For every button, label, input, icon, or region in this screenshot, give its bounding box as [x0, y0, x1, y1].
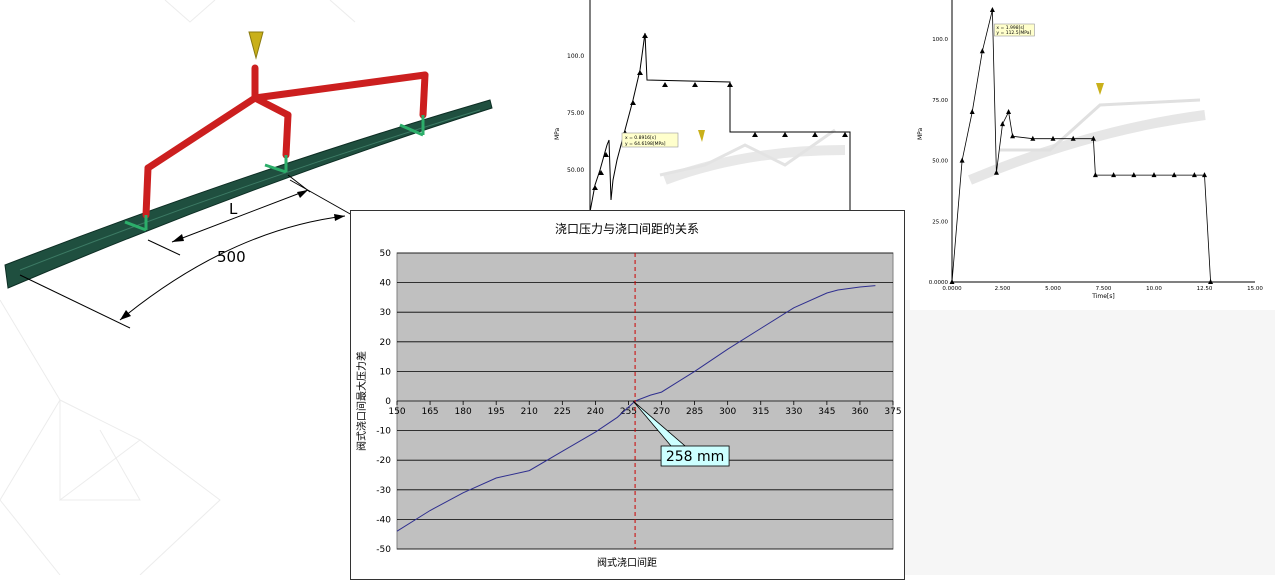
y-tick-label: -30	[376, 486, 391, 496]
chart2-marker	[1006, 109, 1012, 114]
x-tick-label: 225	[554, 407, 571, 417]
data-series-line	[396, 285, 876, 532]
x-tick-label: 270	[653, 407, 670, 417]
chart2-callout-x: x = 1.998[s]	[996, 25, 1024, 31]
chart1-callout-x: x = 0.8916[s]	[625, 135, 656, 141]
chart2-xtick: 15.00	[1247, 286, 1263, 292]
chart2-marker	[1191, 172, 1197, 178]
chart2-marker	[1010, 133, 1016, 139]
chart1-ylabel: MPa	[554, 127, 561, 140]
annotation-box	[660, 445, 730, 467]
chart2-callout-box	[994, 23, 1035, 37]
chart2-marker	[979, 48, 985, 54]
x-tick-label: 360	[851, 407, 868, 417]
chart-title: 浇口压力与浇口间距的关系	[555, 221, 699, 236]
x-axis-label: 阀式浇口间距	[597, 556, 657, 569]
x-tick-label: 150	[388, 407, 405, 417]
x-tick-label: 255	[620, 407, 637, 417]
chart2-ylabel: MPa	[917, 127, 924, 140]
x-tick-label: 285	[686, 407, 703, 417]
chart1-ytick: 50.00	[567, 167, 584, 174]
sprue-icon	[1096, 83, 1104, 95]
x-tick-label: 315	[752, 407, 769, 417]
chart2-marker	[1050, 135, 1056, 141]
chart2-marker	[1070, 135, 1076, 141]
x-tick-label: 180	[455, 407, 472, 417]
dimension-label-l: L	[229, 200, 238, 218]
ghost-runner	[1000, 98, 1201, 152]
chart2-marker	[1092, 172, 1098, 178]
chart2-marker	[1030, 135, 1036, 141]
runner-model-illustration: L 500	[0, 20, 500, 340]
x-tick-label: 210	[521, 407, 538, 417]
chart2-marker	[1151, 172, 1157, 178]
chart2-xtick: 0.0000	[942, 286, 962, 292]
chart2-ytick: 100.0	[932, 37, 948, 43]
chart1-ytick: 75.00	[567, 110, 584, 117]
chart2-marker	[989, 7, 995, 12]
y-tick-label: 10	[380, 367, 392, 377]
chart2-ytick: 75.00	[932, 98, 948, 104]
y-tick-label: -50	[376, 545, 391, 555]
dimension-label-500: 500	[217, 248, 246, 266]
chart2-xlabel: Time[s]	[1091, 293, 1115, 300]
chart2-marker	[959, 157, 965, 163]
y-tick-label: 30	[380, 308, 392, 318]
y-tick-label: -10	[376, 427, 391, 437]
chart2-xtick: 10.00	[1146, 286, 1162, 292]
chart2-xtick: 7.500	[1096, 286, 1112, 292]
annotation-label: 258 mm	[666, 449, 724, 465]
chart2-marker	[969, 109, 975, 114]
chart2-ytick: 50.00	[932, 159, 948, 165]
y-axis-label: 阀式浇口间最大压力差	[355, 351, 368, 451]
chart2-marker	[1090, 135, 1096, 141]
chart2-marker	[993, 169, 999, 175]
chart2-marker	[1202, 172, 1207, 178]
x-tick-label: 300	[719, 407, 736, 417]
x-tick-label: 240	[587, 407, 604, 417]
y-tick-label: 50	[380, 249, 392, 259]
chart1-ytick: 100.0	[567, 53, 584, 60]
chart2-callout-y: y = 112.5[MPa]	[996, 30, 1031, 36]
y-tick-label: 20	[380, 338, 392, 348]
x-tick-label: 195	[488, 407, 505, 417]
chart2-ytick: 25.00	[932, 219, 948, 225]
chart2-marker	[1111, 172, 1117, 178]
y-tick-label: 0	[385, 397, 391, 407]
chart2-marker	[1171, 172, 1177, 178]
chart2-marker	[949, 279, 955, 284]
chart2-xtick: 2.500	[995, 286, 1011, 292]
chart2-marker	[1131, 172, 1137, 178]
y-tick-label: -40	[376, 515, 391, 525]
chart2-xtick: 5.000	[1045, 286, 1061, 292]
chart2-marker	[1208, 279, 1214, 284]
y-tick-label: -20	[376, 456, 391, 466]
chart2-marker	[1000, 121, 1005, 127]
x-tick-label: 345	[818, 407, 835, 417]
chart1-callout-y: y = 64.6198[MPa]	[625, 141, 666, 147]
chart2-ytick: 0.0000	[929, 280, 949, 286]
y-tick-label: 40	[380, 279, 392, 289]
x-tick-label: 165	[421, 407, 438, 417]
pressure-chart-1: MPa 100.0 75.00 50.00 x = 0.8916[s] y = …	[545, 0, 905, 213]
x-tick-label: 375	[884, 407, 901, 417]
ghost-model	[968, 110, 1206, 185]
chart2-xtick: 12.50	[1197, 286, 1213, 292]
gate-pressure-chart: 浇口压力与浇口间距的关系 阀式浇口间距 阀式浇口间最大压力差 50 40 30 20 1…	[350, 210, 905, 580]
x-tick-label: 330	[785, 407, 802, 417]
